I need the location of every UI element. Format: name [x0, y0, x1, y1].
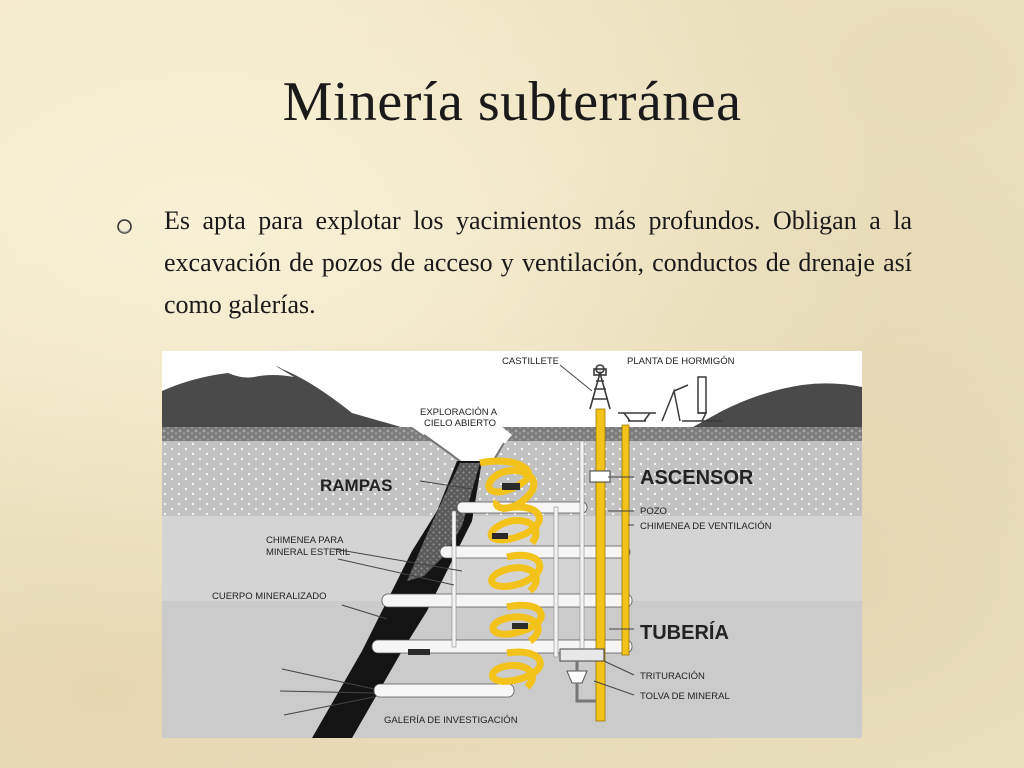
ventilation-chimney [621, 424, 630, 656]
ramp-loop-3 [488, 551, 544, 594]
label-cuerpo-mineralizado: CUERPO MINERALIZADO [212, 591, 327, 602]
snow-cap [228, 363, 294, 378]
mining-truck-icon [408, 483, 528, 655]
label-exploracion-2: CIELO ABIERTO [424, 418, 496, 429]
crusher [559, 648, 605, 662]
label-chimenea-2: MINERAL ESTERIL [266, 547, 350, 558]
label-rampas: RAMPAS [320, 476, 392, 495]
ventilation-shaft [553, 506, 559, 658]
right-mountain [682, 383, 862, 433]
ore-hopper [566, 670, 588, 684]
slide-title: Minería subterránea [282, 71, 742, 133]
circle-bullet-icon [117, 219, 132, 234]
label-tolva-mineral: TOLVA DE MINERAL [640, 691, 730, 702]
label-castillete: CASTILLETE [502, 356, 559, 367]
mining-diagram: CASTILLETE PLANTA DE HORMIGÓN EXPLORACIÓ… [162, 351, 862, 738]
main-shaft [595, 408, 606, 722]
label-galeria-investigacion: GALERÍA DE INVESTIGACIÓN [384, 715, 518, 726]
leader-lines [279, 364, 635, 716]
surface-layer [162, 427, 862, 441]
label-planta-hormigon: PLANTA DE HORMIGÓN [627, 356, 735, 367]
headframe-icon [589, 364, 611, 410]
ramp-loop-1 [479, 457, 538, 512]
pipe-shaft [579, 440, 585, 652]
ramp-loop-5 [488, 648, 544, 690]
open-pit [412, 427, 512, 461]
left-mountain [162, 365, 422, 433]
label-exploracion-1: EXPLORACIÓN A [420, 407, 498, 418]
label-chimenea-1: CHIMENEA PARA [266, 535, 344, 546]
mining-diagram-svg: CASTILLETE PLANTA DE HORMIGÓN EXPLORACIÓ… [162, 351, 862, 738]
hopper-chute [575, 661, 596, 703]
label-ascensor: ASCENSOR [640, 467, 754, 489]
label-tuberia: TUBERÍA [640, 621, 729, 644]
gallery-investigacion [373, 683, 515, 698]
ramp-loop-4 [489, 601, 545, 644]
elevator-cage [589, 470, 611, 483]
bullet-text: Es apta para explotar los yacimientos má… [164, 206, 912, 319]
label-trituracion: TRITURACIÓN [640, 671, 705, 682]
label-chimenea-ventilacion: CHIMENEA DE VENTILACIÓN [640, 521, 772, 532]
label-pozo: POZO [640, 506, 667, 517]
inner-shaft [451, 510, 457, 648]
concrete-plant-icon [618, 376, 722, 422]
waste-chimney-fill [407, 463, 480, 581]
